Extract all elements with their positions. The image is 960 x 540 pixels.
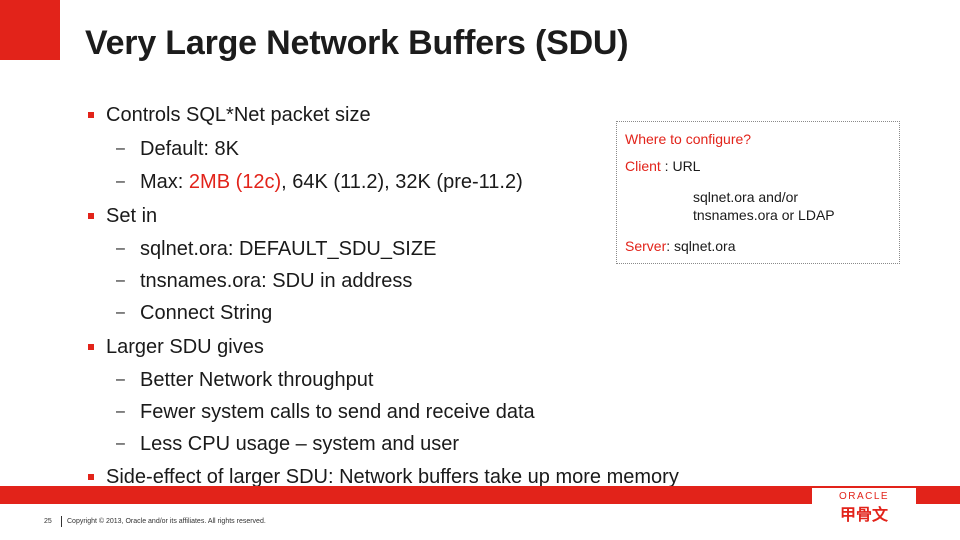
dash-icon: –	[116, 272, 125, 289]
bullet-text: Larger SDU gives	[106, 336, 264, 358]
sub-bullet-text: Fewer system calls to send and receive d…	[140, 401, 535, 423]
bullet-marker-icon	[88, 474, 94, 480]
max-prefix: Max:	[140, 171, 189, 193]
callout-server-value: : sqlnet.ora	[666, 238, 736, 254]
max-suffix: , 64K (11.2), 32K (pre-11.2)	[281, 171, 523, 193]
bullet-text: Side-effect of larger SDU: Network buffe…	[106, 466, 679, 488]
callout-client-detail: tnsnames.ora or LDAP	[693, 207, 835, 223]
sub-bullet-text: Default: 8K	[140, 138, 239, 160]
configuration-callout: Where to configure? Client : URL sqlnet.…	[616, 121, 900, 264]
dash-icon: –	[116, 140, 125, 157]
oracle-logo-text: ORACLE	[839, 491, 889, 502]
sub-bullet-text: Connect String	[140, 302, 273, 324]
oracle-logo: ORACLE 甲骨文	[812, 488, 916, 530]
sub-bullet-text: Less CPU usage – system and user	[140, 433, 460, 455]
callout-server-label: Server	[625, 238, 667, 254]
callout-client-line: Client : URL	[625, 158, 700, 174]
callout-client-label: Client	[625, 158, 661, 174]
dash-icon: –	[116, 371, 125, 388]
callout-client-value: : URL	[660, 158, 701, 174]
callout-server-line: Server: sqlnet.ora	[625, 238, 736, 254]
sub-bullet-text: Max: 2MB (12c), 64K (11.2), 32K (pre-11.…	[140, 170, 523, 194]
dash-icon: –	[116, 240, 125, 257]
accent-block	[0, 0, 60, 60]
bullet-marker-icon	[88, 344, 94, 350]
dash-icon: –	[116, 435, 125, 452]
callout-heading: Where to configure?	[625, 131, 752, 147]
footer-bar	[0, 486, 960, 504]
callout-client-detail: sqlnet.ora and/or	[693, 189, 799, 205]
dash-icon: –	[116, 403, 125, 420]
bullet-text: Controls SQL*Net packet size	[106, 104, 371, 126]
dash-icon: –	[116, 304, 125, 321]
sub-bullet-text: Better Network throughput	[140, 369, 374, 391]
oracle-logo-cjk: 甲骨文	[840, 505, 889, 524]
slide-title: Very Large Network Buffers (SDU)	[85, 24, 629, 62]
sub-bullet-text: tnsnames.ora: SDU in address	[140, 270, 413, 292]
copyright-text: Copyright © 2013, Oracle and/or its affi…	[67, 518, 266, 525]
dash-icon: –	[116, 173, 125, 190]
page-number: 25	[44, 518, 52, 525]
bullet-marker-icon	[88, 112, 94, 118]
sub-bullet-text: sqlnet.ora: DEFAULT_SDU_SIZE	[140, 238, 437, 260]
footer-divider	[61, 516, 62, 527]
bullet-text: Set in	[106, 205, 158, 227]
bullet-marker-icon	[88, 213, 94, 219]
max-highlight: 2MB (12c)	[188, 171, 282, 193]
